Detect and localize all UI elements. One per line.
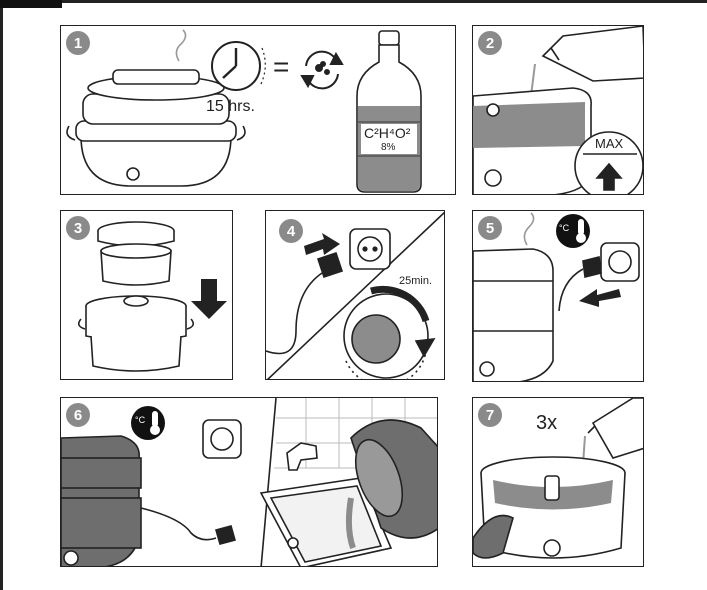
temperature-unit-label: °C — [559, 223, 569, 233]
steam-icon — [524, 213, 533, 245]
equals-sign: = — [273, 51, 289, 82]
step-1-badge: 1 — [66, 31, 90, 55]
step-5-panel: 5 °C — [472, 210, 644, 382]
max-label: MAX — [595, 136, 623, 151]
step-7-panel: 7 3x — [472, 397, 644, 567]
pouring-jug-icon — [588, 398, 644, 458]
vinegar-formula: C²H⁴O² — [364, 125, 410, 141]
step-3-illustration — [61, 211, 233, 380]
step-7-badge: 7 — [478, 403, 502, 427]
step-1-illustration: = — [61, 26, 456, 195]
steamer-base-icon — [79, 296, 194, 371]
step-6-badge: 6 — [66, 403, 90, 427]
step-2-illustration — [473, 26, 644, 195]
step-5-badge: 5 — [478, 216, 502, 240]
step-6-panel: 6 — [60, 397, 438, 567]
step-4-panel: 4 25min. — [265, 210, 445, 380]
water-tank-icon — [473, 88, 591, 195]
plug-icon — [266, 253, 342, 354]
down-arrow-icon — [191, 279, 227, 319]
step-4-badge: 4 — [279, 219, 303, 243]
steamer-basket-icon — [98, 222, 174, 285]
timer-dial-icon — [344, 289, 434, 380]
steamer-icon — [61, 436, 141, 567]
corner-tab — [0, 0, 62, 8]
wall-socket-icon — [350, 229, 390, 269]
unplugged-cord-icon — [141, 508, 235, 544]
clock-icon — [212, 42, 265, 90]
vinegar-percent: 8% — [381, 142, 395, 153]
step-5-illustration — [473, 211, 644, 382]
steam-icon — [176, 30, 185, 61]
plug-in-arrow-icon — [304, 233, 340, 255]
step-6-illustration — [61, 398, 438, 567]
vinegar-bottle-icon — [357, 31, 421, 192]
wall-socket-icon — [203, 420, 241, 458]
duration-label: 15 hrs. — [206, 98, 255, 116]
water-tank-icon — [473, 457, 625, 558]
step-1-panel: 1 = — [60, 25, 456, 195]
unplug-arrow-icon — [579, 289, 621, 307]
step-3-badge: 3 — [66, 216, 90, 240]
step-3-panel: 3 — [60, 210, 233, 380]
step-7-illustration — [473, 398, 644, 567]
temperature-unit-label: °C — [135, 415, 145, 425]
repeat-count-label: 3x — [536, 412, 557, 435]
pouring-bottle-icon — [531, 26, 644, 96]
steamer-icon — [473, 249, 553, 382]
wall-socket-icon — [601, 243, 639, 281]
step-2-badge: 2 — [478, 31, 502, 55]
timer-duration-label: 25min. — [399, 275, 432, 287]
steamer-icon — [67, 70, 245, 186]
descale-cycle-icon — [302, 52, 342, 89]
panel-divider — [261, 398, 276, 567]
step-2-panel: 2 MAX — [472, 25, 644, 195]
